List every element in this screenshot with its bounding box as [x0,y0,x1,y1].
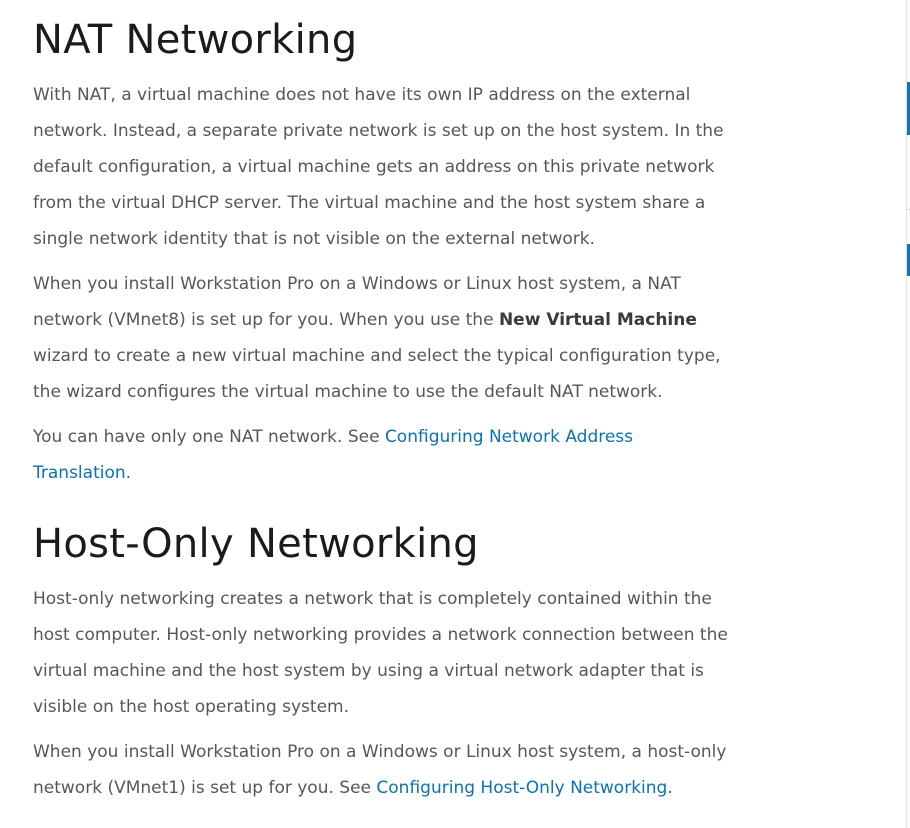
text-line: When you install Workstation Pro on a Wi… [33,266,721,302]
text-line: You can have only one NAT network. See C… [33,419,633,455]
toc-active-marker[interactable] [907,82,910,135]
doc-link[interactable]: Translation [33,463,126,483]
bold-term: New Virtual Machine [498,310,697,330]
paragraph: When you install Workstation Pro on a Wi… [33,266,721,410]
toc-rail-line [906,0,907,828]
text-line: wizard to create a new virtual machine a… [33,338,721,374]
text-line: With NAT, a virtual machine does not hav… [33,77,724,113]
heading-nat-networking: NAT Networking [33,17,358,63]
doc-link[interactable]: Configuring Host-Only Networking [376,778,668,798]
text-segment: virtual machine and the host system by u… [33,661,704,681]
text-segment: With NAT, a virtual machine does not hav… [33,85,691,105]
text-line: network (VMnet8) is set up for you. When… [33,302,721,338]
text-line: When you install Workstation Pro on a Wi… [33,734,726,770]
text-line: single network identity that is not visi… [33,221,724,257]
text-segment: wizard to create a new virtual machine a… [33,346,721,366]
text-segment: visible on the host operating system. [33,697,350,717]
text-segment: default configuration, a virtual machine… [33,157,715,177]
text-segment: from the virtual DHCP server. The virtua… [33,193,706,213]
paragraph: Host-only networking creates a network t… [33,581,728,725]
text-segment: network. Instead, a separate private net… [33,121,724,141]
paragraph: With NAT, a virtual machine does not hav… [33,77,724,257]
text-line: network (VMnet1) is set up for you. See … [33,770,726,806]
text-line: network. Instead, a separate private net… [33,113,724,149]
toc-divider [906,209,910,210]
paragraph: When you install Workstation Pro on a Wi… [33,734,726,806]
heading-host-only-networking: Host-Only Networking [33,521,479,567]
text-line: visible on the host operating system. [33,689,728,725]
text-line: default configuration, a virtual machine… [33,149,724,185]
text-line: Host-only networking creates a network t… [33,581,728,617]
text-segment: network (VMnet8) is set up for you. When… [33,310,499,330]
text-line: from the virtual DHCP server. The virtua… [33,185,724,221]
doc-link[interactable]: Configuring Network Address [384,427,634,447]
text-line: host computer. Host-only networking prov… [33,617,728,653]
text-segment: You can have only one NAT network. See [33,427,385,447]
text-segment: network (VMnet1) is set up for you. See [33,778,377,798]
text-line: Translation. [33,455,633,491]
text-segment: When you install Workstation Pro on a Wi… [33,742,727,762]
toc-rail [907,0,910,828]
text-line: virtual machine and the host system by u… [33,653,728,689]
toc-active-marker[interactable] [907,244,910,276]
text-segment: . [125,463,132,483]
text-segment: When you install Workstation Pro on a Wi… [33,274,681,294]
text-segment: . [667,778,673,798]
text-segment: single network identity that is not visi… [33,229,596,249]
text-segment: host computer. Host-only networking prov… [33,625,728,645]
text-segment: Host-only networking creates a network t… [33,589,712,609]
text-line: the wizard configures the virtual machin… [33,374,721,410]
text-segment: the wizard configures the virtual machin… [33,382,663,402]
paragraph: You can have only one NAT network. See C… [33,419,633,491]
